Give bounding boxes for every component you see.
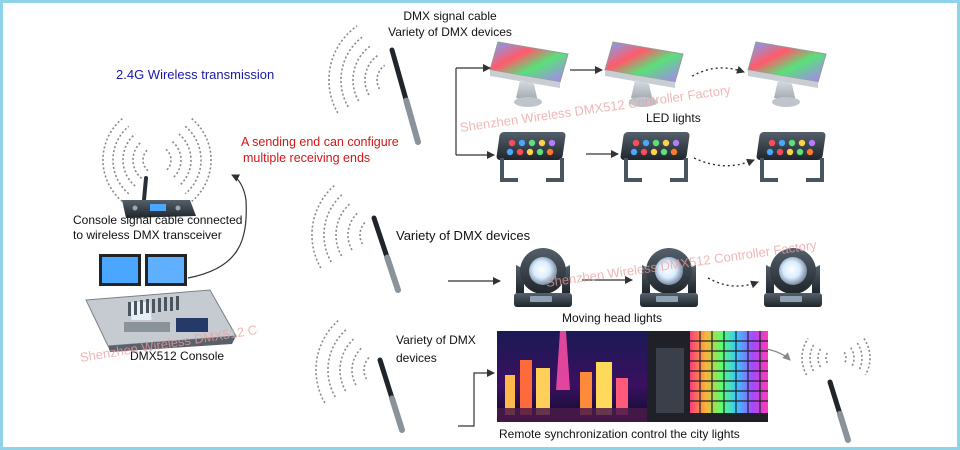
console-cable-label-line1: Console signal cable connected: [73, 213, 243, 227]
sending-end-label-line2: multiple receiving ends: [243, 151, 371, 165]
variety-devices-low-label-line1: Variety of DMX: [396, 333, 476, 347]
wireless-label: 2.4G Wireless transmission: [116, 67, 275, 82]
sending-end-label-line1: A sending end can configure: [241, 135, 399, 149]
console-label: DMX512 Console: [130, 349, 225, 363]
moving-head-icon: [514, 248, 822, 307]
dmx-cable-label-line1: DMX signal cable: [403, 9, 497, 23]
variety-devices-low-label-line2: devices: [396, 351, 437, 365]
transceiver-icon: [122, 176, 196, 218]
connector-lines: [187, 64, 791, 427]
led-panel-icon: [489, 41, 827, 107]
console-icon: [85, 254, 237, 352]
led-floodlight-icon: [496, 132, 826, 182]
city-photo-icon: [497, 331, 768, 422]
led-lights-label: LED lights: [646, 111, 701, 125]
dotted-connector-lines: [691, 65, 759, 289]
console-cable-label-line2: to wireless DMX transceiver: [73, 228, 222, 242]
variety-devices-mid-label: Variety of DMX devices: [396, 228, 531, 243]
moving-head-label: Moving head lights: [562, 311, 663, 325]
antenna-receiver-icon: [371, 47, 851, 443]
remote-sync-label: Remote synchronization control the city …: [499, 427, 740, 441]
dmx-cable-label-line2: Variety of DMX devices: [388, 25, 512, 39]
wireless-wave-icon: [102, 25, 871, 404]
